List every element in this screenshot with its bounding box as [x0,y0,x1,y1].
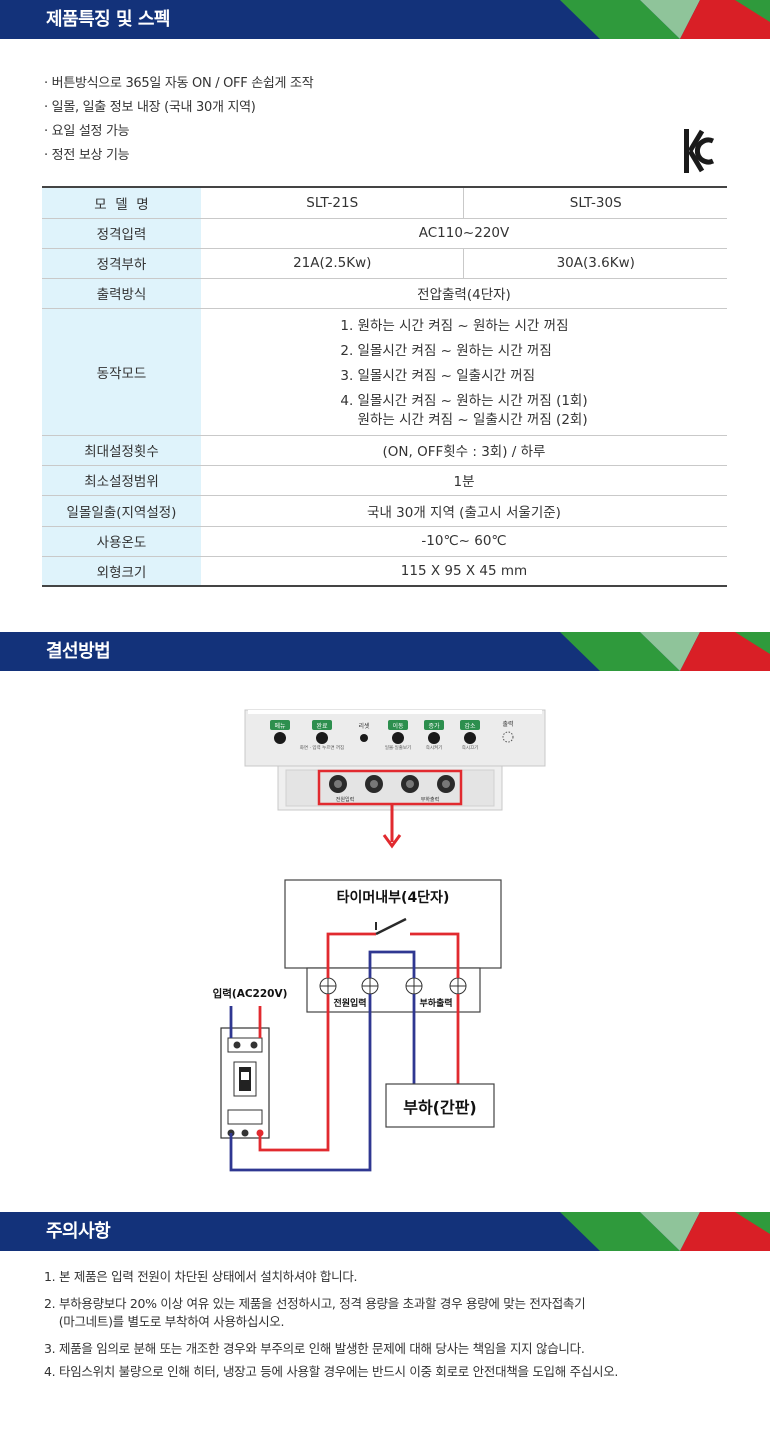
device-button-row: 메뉴 완료 리셋 이동 증가 감소 출력 [270,720,514,744]
power-wire-blue [229,994,372,1172]
feature-item: · 요일 설정 가능 [44,124,130,139]
caution-item: (마그네트)를 별도로 부착하여 사용하십시오. [44,1314,285,1329]
spec-table: 모 델 명 SLT-21S SLT-30S 정격입력 AC110~220V 정격… [42,186,727,587]
spec-value-size: 115 X 95 X 45 mm [201,556,727,587]
load-output-label: 부하출력 [419,997,452,1009]
power-wire-red [258,994,330,1152]
spec-value-output: 전압출력(4단자) [201,278,727,309]
spec-value-model-b: SLT-30S [463,186,727,219]
table-row: 동작모드 1. 원하는 시간 켜짐 ~ 원하는 시간 꺼짐 2. 일몰시간 켜짐… [42,308,727,436]
section-title-wiring: 결선방법 [46,641,111,662]
feature-item: · 일몰, 일출 정보 내장 (국내 30개 지역) [44,100,256,115]
mode-item: 원하는 시간 켜짐 ~ 일출시간 꺼짐 (2회) [340,411,588,428]
spec-value-input: AC110~220V [201,218,727,249]
device-button-label: 이동 [392,722,404,730]
caution-section-header: 주의사항 [0,1212,770,1251]
mode-item: 3. 일몰시간 켜짐 ~ 일출시간 꺼짐 [340,367,536,384]
load-box [385,1083,495,1128]
header-band-graphic [0,1212,770,1251]
wiring-section-header: 결선방법 [0,632,770,671]
feature-list: · 버튼방식으로 365일 자동 ON / OFF 손쉽게 조작 · 일몰, 일… [44,72,314,168]
spec-value-model-a: SLT-21S [201,186,464,219]
caution-item: 4. 타임스위치 불량으로 인해 히터, 냉장고 등에 사용할 경우에는 반드시… [44,1364,619,1379]
device-sub-label: 일몰·일출보기 [385,744,411,751]
spec-value-sun: 국내 30개 지역 (출고시 서울기준) [201,495,727,527]
header-band-graphic [0,0,770,39]
table-row: 정격부하 21A(2.5Kw) 30A(3.6Kw) [42,248,727,279]
internal-wire-blue [368,950,416,978]
device-sub-label: 즉시켜기 [426,744,443,751]
spec-label-maxset: 최대설정횟수 [42,435,201,466]
wiring-diagram: 메뉴 완료 리셋 이동 증가 감소 출력 화면 · 입력 누르면 꺼짐 일몰·일… [213,709,546,1172]
mode-item: 4. 일몰시간 켜짐 ~ 원하는 시간 꺼짐 (1회) [340,392,588,409]
device-terminals [329,775,455,793]
power-source-label: 입력(AC220V) [213,987,288,1000]
device-terminal-label: 전원입력 [336,796,354,803]
spec-label-load: 정격부하 [42,248,201,279]
table-row: 외형크기 115 X 95 X 45 mm [42,556,727,587]
terminal-highlight [317,769,463,806]
table-row: 최대설정횟수 (ON, OFF횟수 : 3회) / 하루 [42,435,727,466]
feature-item: · 버튼방식으로 365일 자동 ON / OFF 손쉽게 조작 [44,76,314,91]
spec-value-minrange: 1분 [201,465,727,496]
table-row: 출력방식 전압출력(4단자) [42,278,727,309]
caution-item: 3. 제품을 임의로 분해 또는 개조한 경우와 부주의로 인해 발생한 문제에… [44,1341,585,1356]
device-terminal-label: 부하출력 [421,796,439,803]
table-row: 모 델 명 SLT-21S SLT-30S [42,186,727,219]
spec-label-model: 모 델 명 [42,186,201,219]
spec-value-maxset: (ON, OFF횟수 : 3회) / 하루 [201,435,727,466]
spec-value-load-a: 21A(2.5Kw) [201,248,464,279]
device-button-label: 완료 [316,722,328,730]
table-row: 사용온도 -10℃~ 60℃ [42,526,727,557]
feature-item: · 정전 보상 기능 [44,148,130,163]
timer-internal-label: 타이머내부(4단자) [337,889,450,906]
spec-label-input: 정격입력 [42,218,201,249]
section-title-caution: 주의사항 [46,1221,111,1242]
table-row: 일몰일출(지역설정) 국내 30개 지역 (출고시 서울기준) [42,495,727,527]
caution-item: 1. 본 제품은 입력 전원이 차단된 상태에서 설치하셔야 합니다. [44,1269,358,1284]
spec-label-temp: 사용온도 [42,526,201,557]
caution-item: 2. 부하용량보다 20% 이상 여유 있는 제품을 선정하시고, 정격 용량을… [44,1296,586,1311]
spec-value-load-b: 30A(3.6Kw) [463,248,727,279]
spec-value-temp: -10℃~ 60℃ [201,526,727,557]
power-input-label: 전원입력 [333,997,366,1009]
device-sub-label: 즉시끄기 [462,744,479,751]
spec-value-modes: 1. 원하는 시간 켜짐 ~ 원하는 시간 꺼짐 2. 일몰시간 켜짐 ~ 원하… [201,308,727,436]
spec-label-sun: 일몰일출(지역설정) [42,495,201,527]
features-section-header: 제품특징 및 스펙 [0,0,770,39]
device-button-label: 증가 [428,722,440,730]
spec-label-size: 외형크기 [42,556,201,587]
spec-label-output: 출력방식 [42,278,201,309]
table-row: 최소설정범위 1분 [42,465,727,496]
kc-certification-icon [684,129,715,173]
spec-label-mode: 동작모드 [42,308,201,436]
caution-list: 1. 본 제품은 입력 전원이 차단된 상태에서 설치하셔야 합니다. 2. 부… [44,1268,618,1381]
mode-list: 1. 원하는 시간 켜짐 ~ 원하는 시간 꺼짐 2. 일몰시간 켜짐 ~ 원하… [340,314,587,430]
mode-item: 1. 원하는 시간 켜짐 ~ 원하는 시간 꺼짐 [340,317,569,334]
section-title-features: 제품특징 및 스펙 [46,9,170,30]
spec-label-minrange: 최소설정범위 [42,465,201,496]
table-row: 정격입력 AC110~220V [42,218,727,249]
device-sub-label: 화면 · 입력 누르면 꺼짐 [300,744,344,751]
mode-item: 2. 일몰시간 켜짐 ~ 원하는 시간 꺼짐 [340,342,552,359]
terminal-screw-icons [319,977,467,995]
relay-switch [375,917,407,936]
device-button-label: 감소 [464,723,476,730]
device-button-label: 리셋 [358,722,370,730]
device-button-label: 메뉴 [274,722,286,730]
device-button-label: 출력 [502,720,513,728]
header-band-graphic [0,632,770,671]
internal-wire-red [326,932,376,978]
load-label: 부하(간판) [403,1098,477,1117]
